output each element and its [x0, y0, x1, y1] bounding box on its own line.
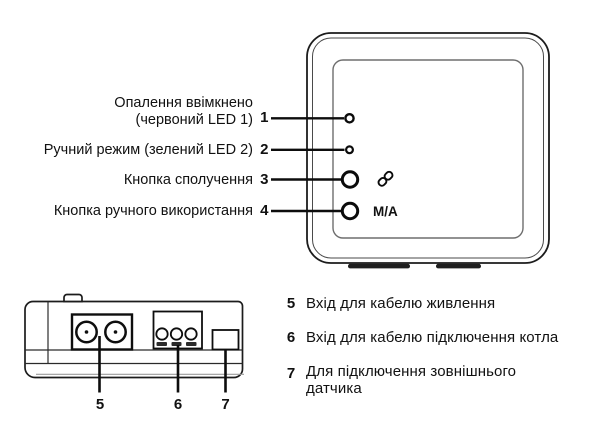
device-front-panel — [332, 59, 524, 239]
sensor-socket — [211, 329, 240, 351]
callout-number-5: 5 — [286, 294, 296, 312]
callout-label-boiler-cable: Вхід для кабелю підключення котла — [306, 328, 559, 346]
power-connector — [70, 313, 134, 351]
terminal-3 — [184, 327, 198, 341]
callout-number-7: 7 — [286, 365, 296, 382]
manual-button — [340, 201, 360, 221]
bottom-clip-right — [436, 263, 481, 269]
led-2-green — [345, 145, 355, 155]
terminal-1 — [155, 327, 169, 341]
callout-label-heating-on: Опалення ввімкнено (червоний LED 1) — [114, 95, 253, 129]
callout-label-pairing-button: Кнопка сполучення — [123, 171, 253, 188]
led-1-red — [344, 113, 355, 124]
callout-number-4: 4 — [260, 202, 269, 219]
callout-number-6-pointer: 6 — [173, 396, 183, 413]
link-icon — [377, 170, 394, 187]
callout-label-line: датчика — [306, 380, 362, 398]
callout-label-line: Опалення ввімкнено — [114, 95, 253, 111]
callout-label-line: (червоний LED 1) — [135, 112, 253, 128]
mounting-tab — [63, 293, 83, 303]
terminal-label-1 — [156, 342, 167, 346]
callout-label-manual-button: Кнопка ручного використання — [53, 203, 253, 219]
pairing-button — [340, 170, 360, 189]
callout-number-2: 2 — [260, 140, 269, 158]
callout-number-1: 1 — [260, 109, 269, 126]
callout-label-external-sensor: Для підключення зовнішнього датчика — [306, 363, 516, 398]
manual-button-label: M/A — [373, 204, 398, 219]
callout-number-6: 6 — [286, 328, 296, 346]
callout-number-3: 3 — [260, 170, 269, 188]
callout-number-7-pointer: 7 — [221, 396, 230, 413]
callout-label-power-input: Вхід для кабелю живлення — [306, 294, 496, 312]
callout-label-line: Для підключення зовнішнього — [306, 362, 517, 380]
terminal-label-2 — [171, 342, 182, 346]
device-bevel-edge — [312, 37, 544, 259]
receiver-front-view — [271, 32, 550, 269]
terminal-label-3 — [186, 342, 197, 346]
callout-label-manual-mode: Ручний режим (зелений LED 2) — [43, 141, 253, 158]
terminal-2 — [169, 327, 184, 341]
boiler-terminal-block — [152, 310, 203, 350]
receiver-bottom-view — [24, 293, 244, 393]
bottom-clip-left — [348, 263, 410, 269]
callout-number-5-pointer: 5 — [95, 396, 105, 413]
device-body-outline — [24, 300, 244, 379]
